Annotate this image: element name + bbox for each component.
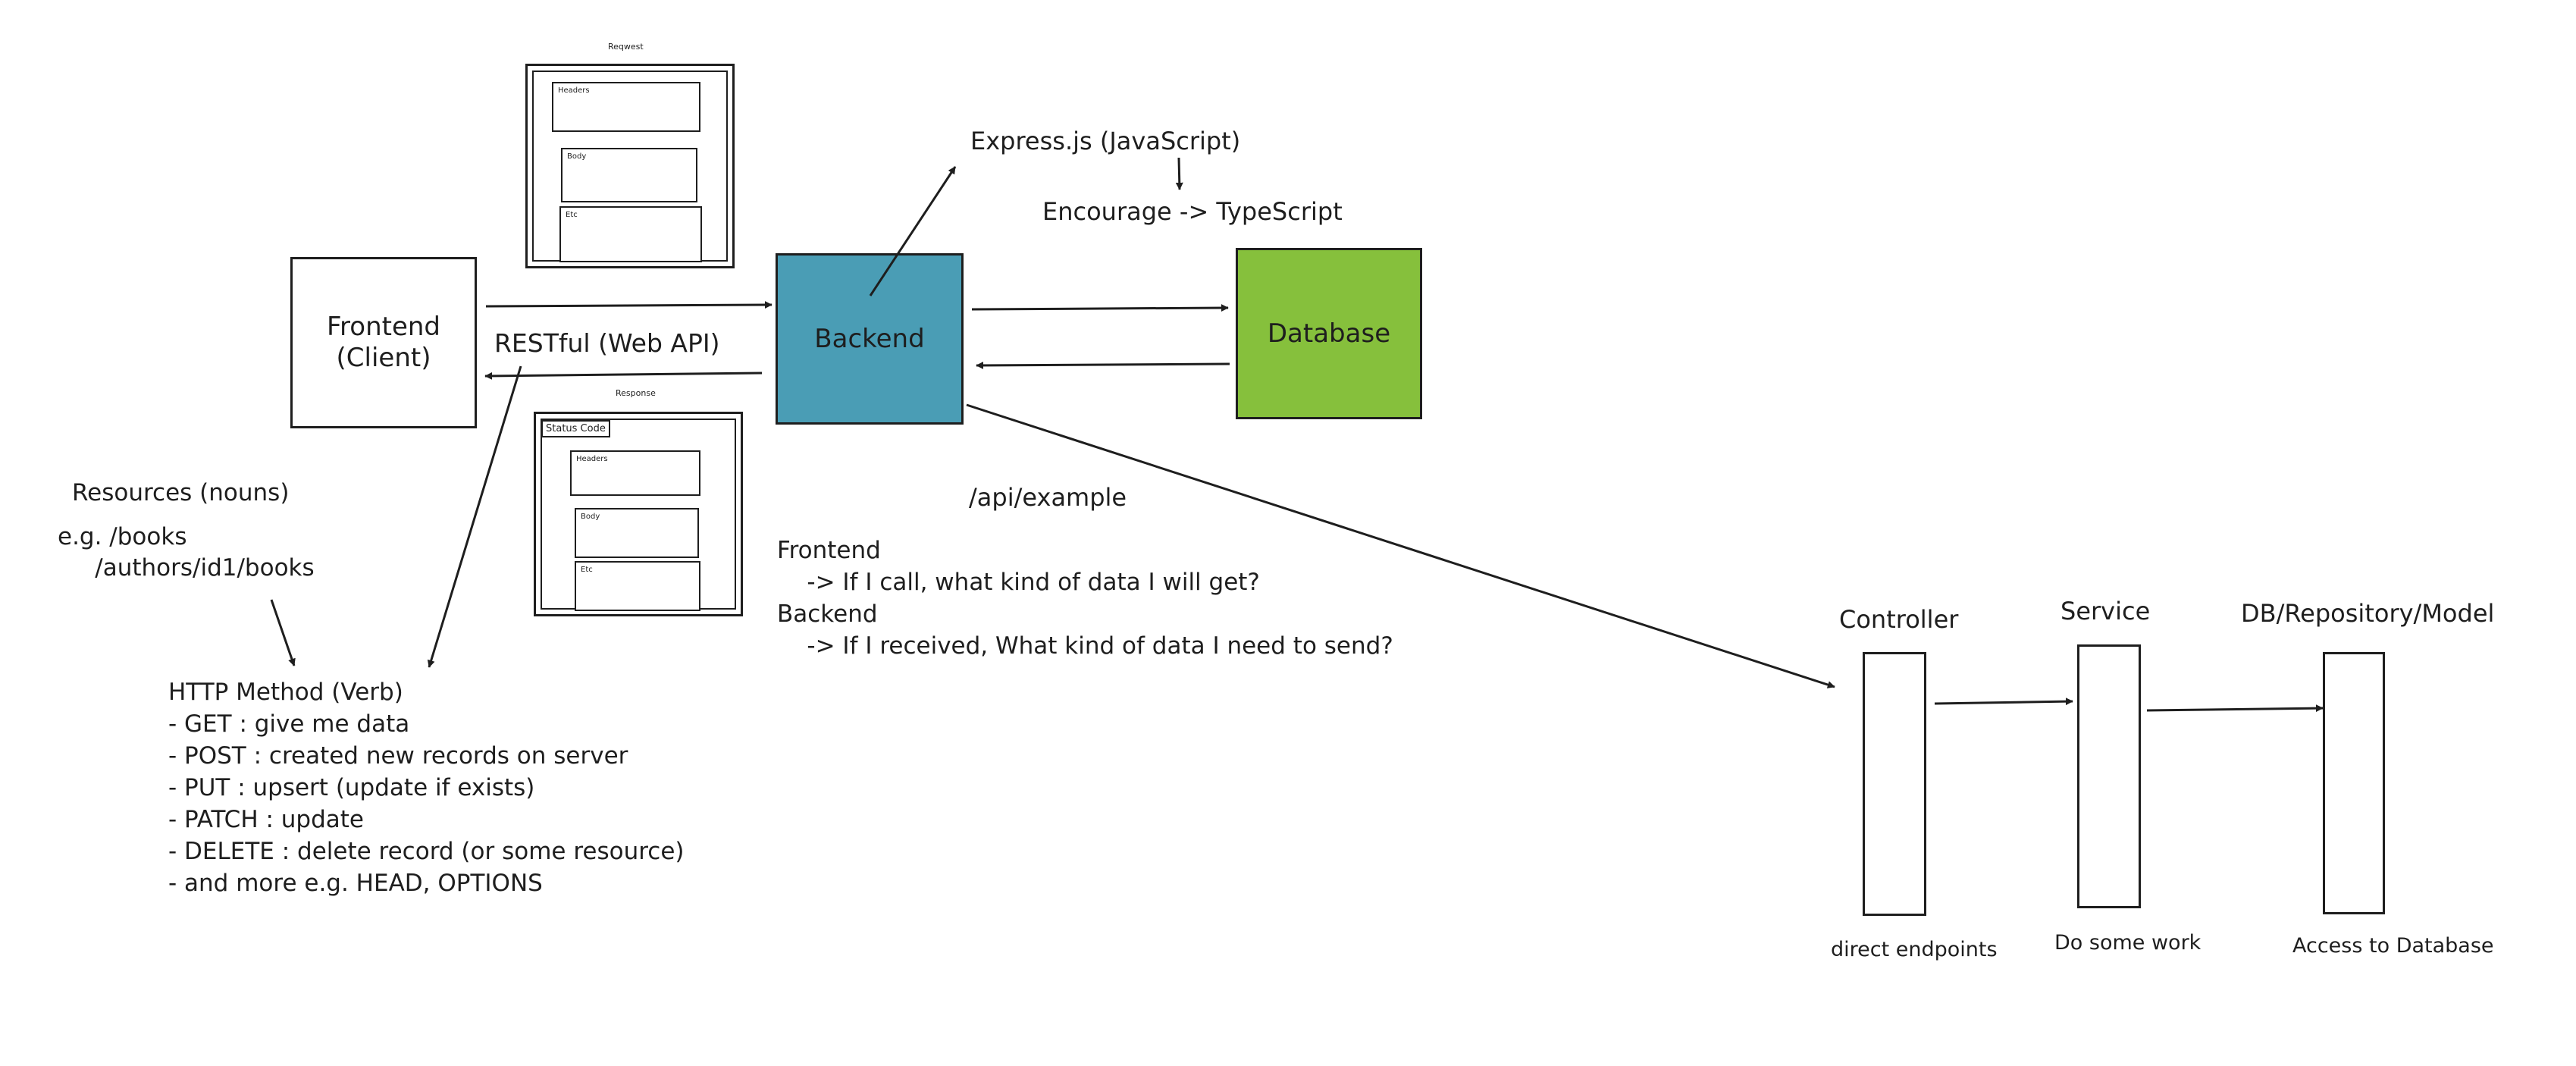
restful-label: RESTful (Web API) [494, 328, 720, 358]
controller-to-service-arrow [1934, 698, 2073, 706]
request-headers-label: Headers [558, 86, 590, 95]
http-method-item: - PUT : upsert (update if exists) [168, 774, 535, 801]
controller-layer-box [1863, 652, 1926, 916]
service-layer-box [2077, 644, 2141, 908]
frontend-node: Frontend (Client) [290, 257, 477, 428]
express-label: Express.js (JavaScript) [970, 127, 1241, 155]
request-headers-box: Headers [552, 82, 700, 132]
response-headers-label: Headers [576, 455, 608, 463]
frontend-to-backend-arrow [485, 301, 772, 309]
http-method-item: - DELETE : delete record (or some resour… [168, 838, 685, 865]
resources-title: Resources (nouns) [72, 479, 290, 506]
http-method-title: HTTP Method (Verb) [168, 679, 403, 706]
service-caption: Do some work [2054, 931, 2202, 955]
service-title: Service [2060, 597, 2151, 625]
encourage-label: Encourage -> TypeScript [1042, 197, 1343, 226]
api-example-label: /api/example [969, 483, 1127, 512]
response-etc-box: Etc [575, 561, 700, 611]
status-code-badge: Status Code [541, 420, 610, 437]
repository-title: DB/Repository/Model [2241, 599, 2495, 628]
request-panel-title: Reqwest [608, 42, 644, 52]
response-panel-title: Response [616, 388, 656, 398]
response-body-box: Body [575, 508, 699, 558]
service-to-repository-arrow [2146, 704, 2324, 713]
http-method-item: - and more e.g. HEAD, OPTIONS [168, 870, 543, 897]
frontend-backend-contract: Frontend -> If I call, what kind of data… [777, 537, 1393, 660]
express-to-typescript-arrow [1175, 157, 1183, 190]
http-method-item: - POST : created new records on server [168, 742, 628, 770]
repository-caption: Access to Database [2292, 934, 2494, 958]
backend-to-frontend-arrow [484, 372, 763, 380]
http-method-item: - PATCH : update [168, 806, 365, 833]
database-to-backend-arrow [976, 361, 1230, 369]
controller-caption: direct endpoints [1831, 938, 1998, 961]
resources-to-http-method-arrow [270, 599, 296, 666]
response-headers-box: Headers [570, 450, 700, 496]
request-body-label: Body [567, 152, 587, 161]
response-body-label: Body [581, 513, 600, 521]
request-body-box: Body [561, 148, 697, 202]
repository-layer-box [2323, 652, 2385, 914]
resources-examples: e.g. /books /authors/id1/books [58, 523, 315, 582]
request-etc-label: Etc [566, 211, 578, 219]
http-method-item: - GET : give me data [168, 710, 410, 738]
backend-to-database-arrow [971, 304, 1229, 312]
backend-node: Backend [776, 253, 964, 425]
response-etc-label: Etc [581, 566, 593, 574]
request-etc-box: Etc [559, 206, 702, 262]
controller-title: Controller [1839, 605, 1959, 634]
database-node: Database [1236, 248, 1422, 419]
